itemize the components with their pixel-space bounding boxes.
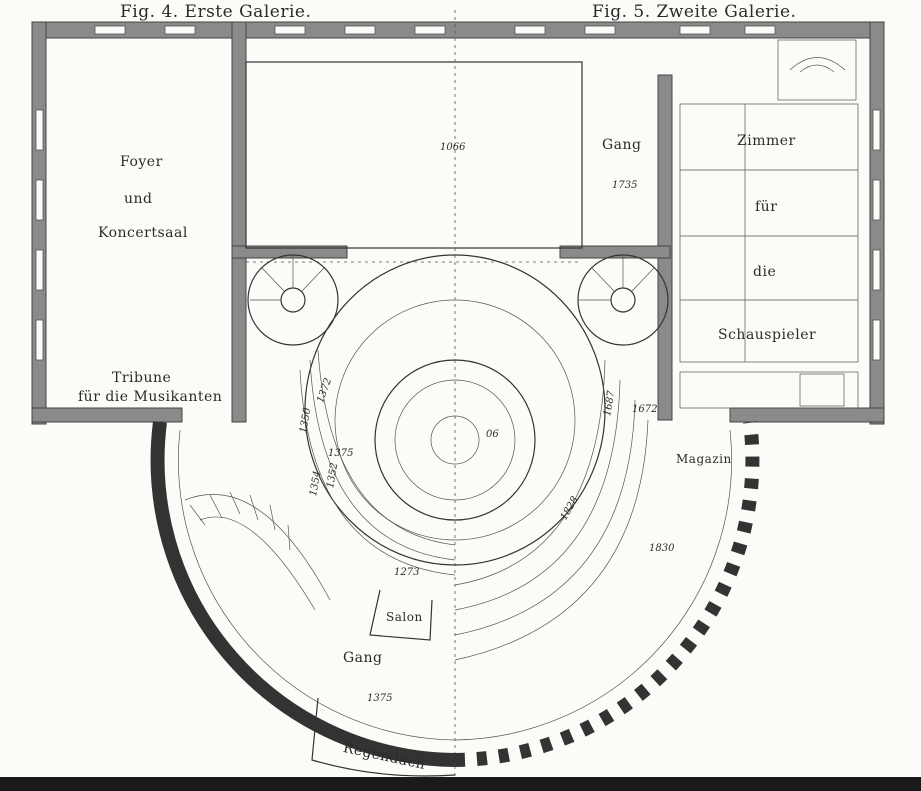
- canopy: [311, 697, 456, 777]
- side-windows: [35, 109, 881, 361]
- room-tribune-line2: für die Musikanten: [78, 389, 223, 405]
- dimension-1830: 1830: [649, 543, 675, 554]
- dimension-1375-inner: 1375: [328, 448, 354, 459]
- caption-fig4: Fig. 4. Erste Galerie.: [120, 2, 312, 22]
- room-fuer: für: [755, 199, 778, 215]
- dimension-1273: 1273: [394, 567, 420, 578]
- dimension-1375-outer: 1375: [367, 693, 393, 704]
- room-magazin: Magazin: [676, 452, 732, 466]
- room-foyer-line1: Foyer: [120, 154, 163, 170]
- room-gang-lower: Gang: [343, 650, 383, 666]
- room-zimmer: Zimmer: [737, 133, 796, 149]
- outer-walls: [31, 21, 885, 425]
- outer-curve: [150, 421, 760, 767]
- bottom-border: [0, 777, 921, 791]
- dimension-06: 06: [486, 429, 499, 440]
- auditorium: [304, 254, 606, 566]
- salon-room: [369, 589, 433, 641]
- top-windows: [94, 25, 776, 35]
- room-schauspieler: Schauspieler: [718, 327, 817, 343]
- room-tribune-line1: Tribune: [112, 370, 172, 386]
- seating-rows: [299, 349, 649, 661]
- dimension-1672: 1672: [632, 404, 658, 415]
- dimension-1735: 1735: [612, 180, 638, 191]
- corner-stair: [777, 39, 857, 101]
- room-salon: Salon: [386, 610, 423, 624]
- dressing-rooms: [679, 103, 859, 409]
- caption-fig5: Fig. 5. Zweite Galerie.: [592, 2, 797, 22]
- room-foyer-line3: Koncertsaal: [98, 225, 188, 241]
- grand-staircase: [184, 491, 331, 611]
- room-foyer-line2: und: [124, 191, 153, 207]
- room-gang-upper: Gang: [602, 137, 642, 153]
- spiral-stairs: [247, 254, 669, 346]
- room-die: die: [753, 264, 777, 280]
- dimension-1066: 1066: [440, 142, 466, 153]
- central-hall: [245, 61, 583, 249]
